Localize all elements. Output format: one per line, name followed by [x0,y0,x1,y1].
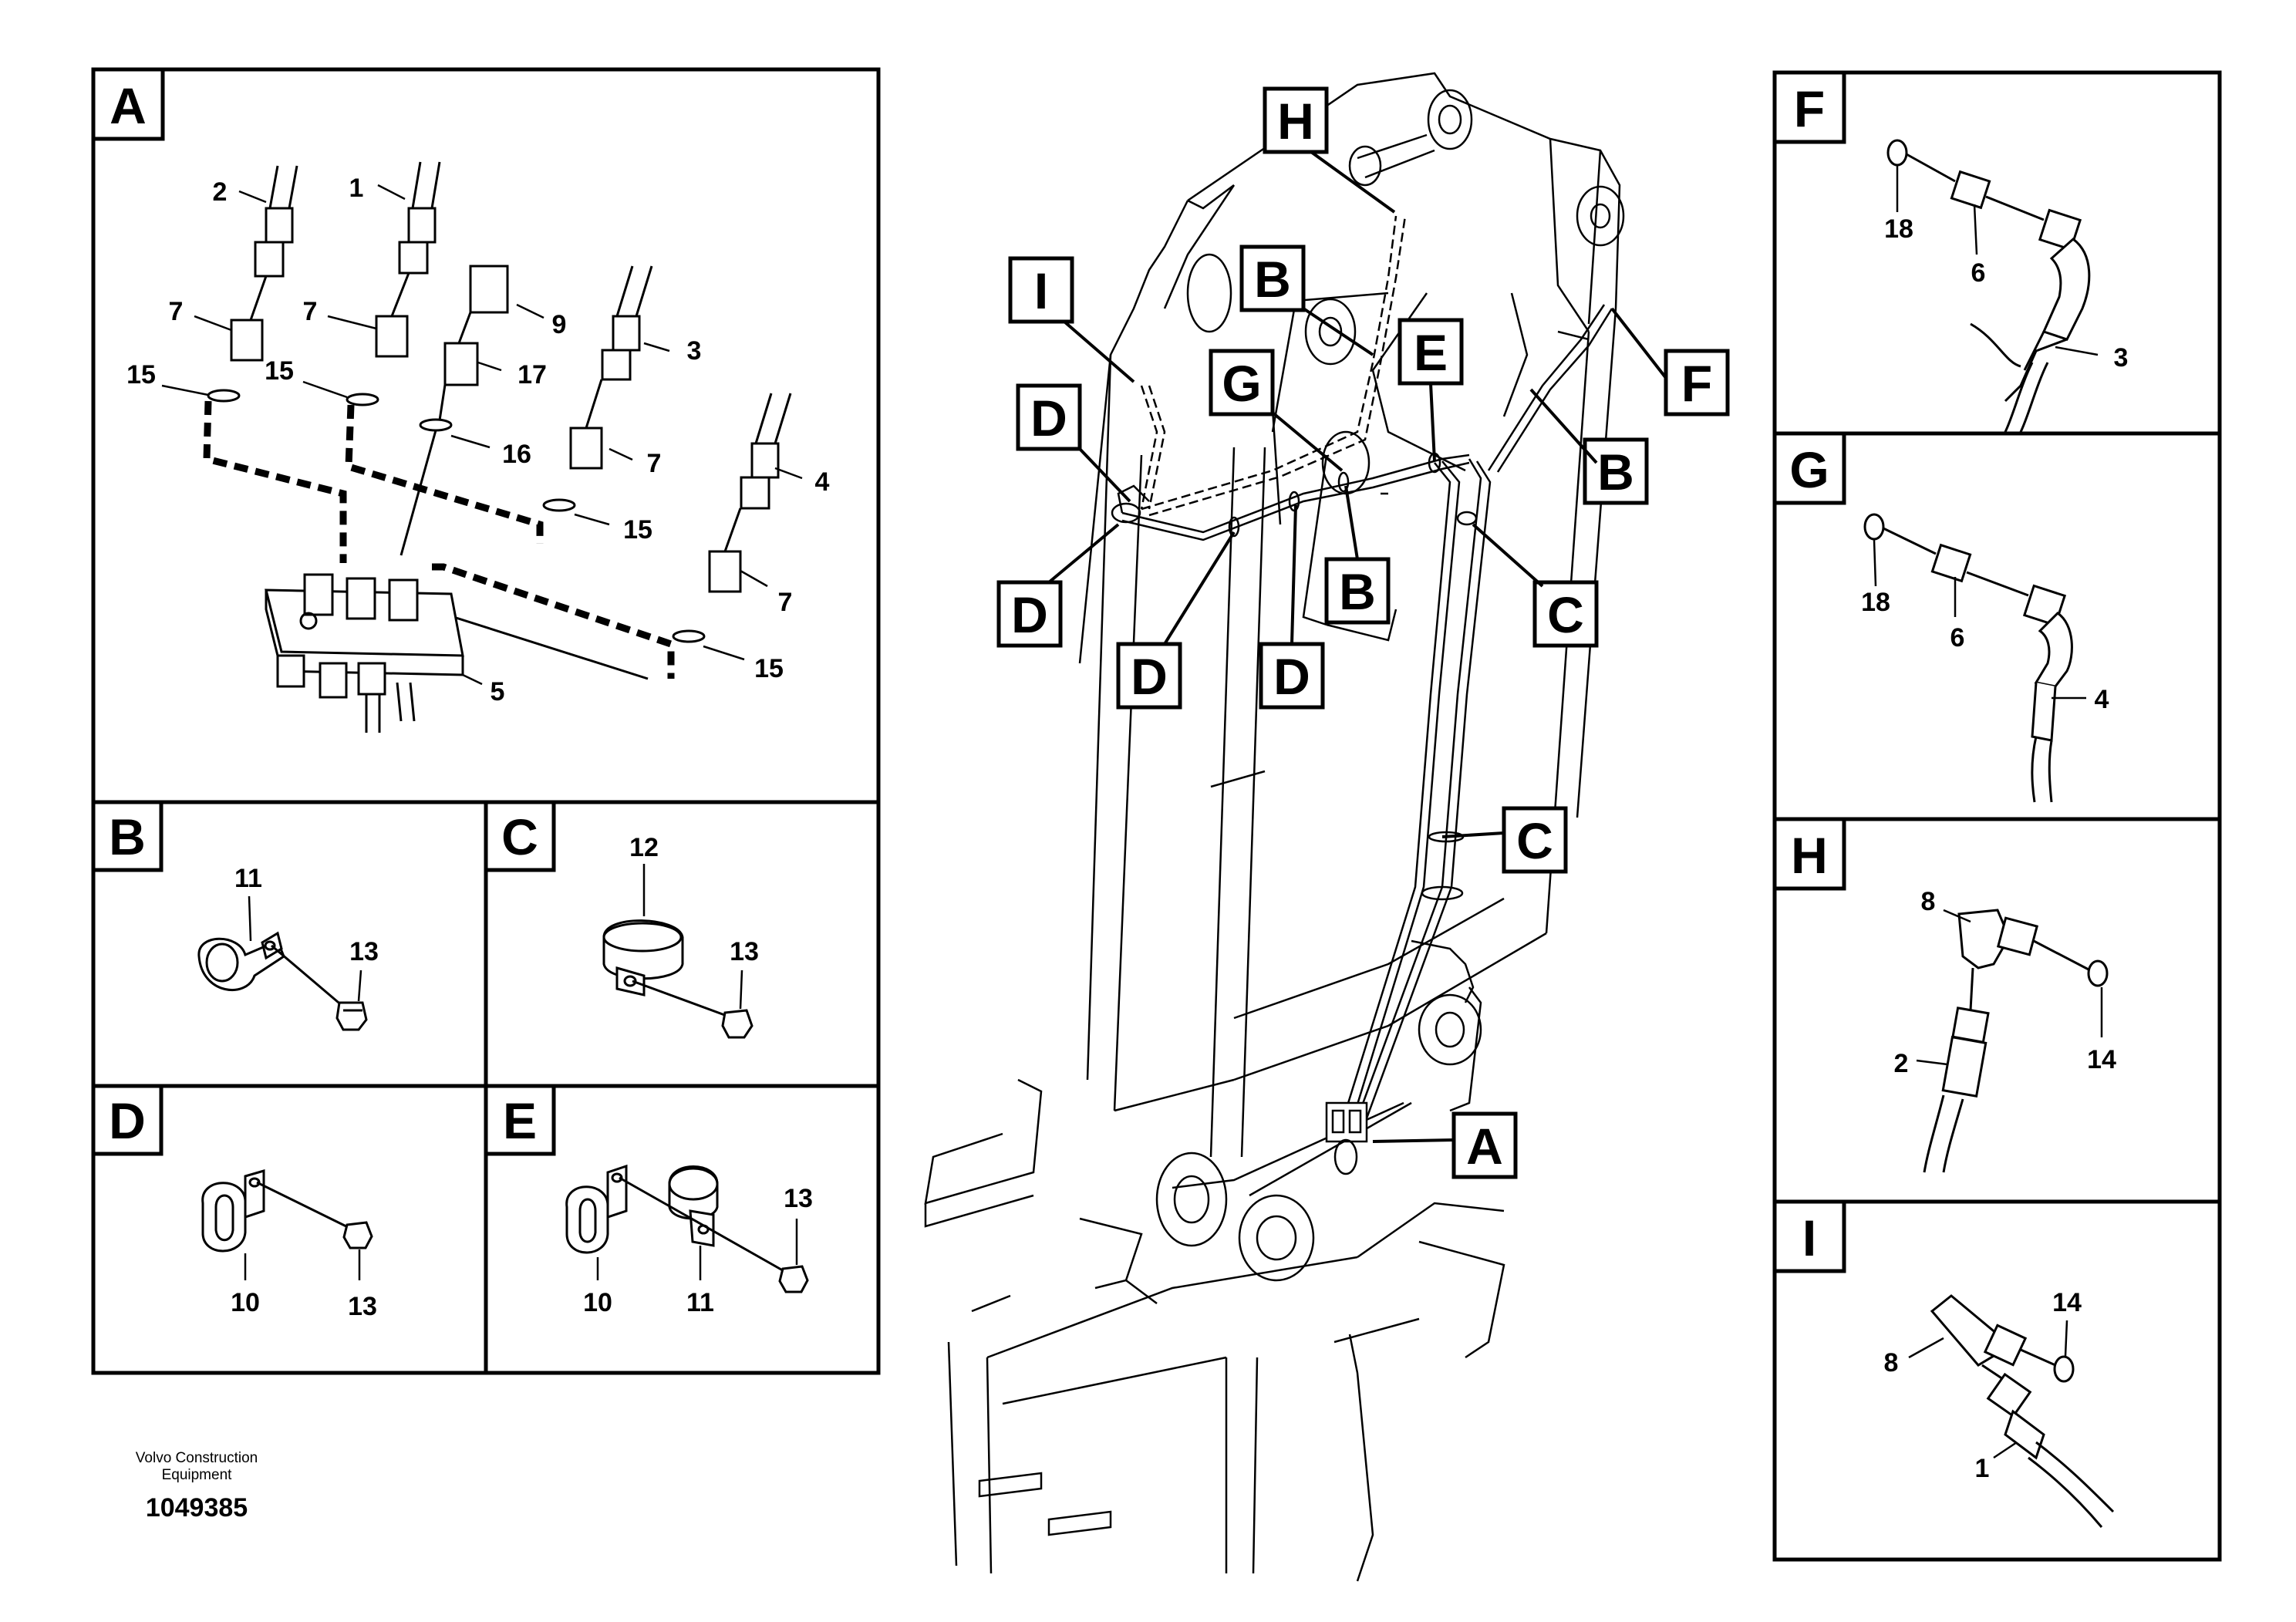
panel-B-leaders [248,895,362,1002]
callout-6: 6 [1950,623,1965,653]
panel-C-leaders [642,864,743,1010]
callout-4: 4 [815,467,830,497]
callout-7: 7 [647,449,662,478]
company-line-2: Equipment [161,1467,232,1483]
callout-1: 1 [349,174,364,203]
callout-11: 11 [234,864,262,893]
callout-15: 15 [754,654,784,683]
main-callout-D: D [1273,648,1310,705]
main-callout-C: C [1547,586,1584,643]
callout-6: 6 [1971,258,1986,288]
callout-16: 16 [502,440,531,469]
callout-4: 4 [2095,685,2109,714]
callout-7: 7 [303,297,318,326]
callout-13: 13 [730,937,759,966]
panel-E-drawing [565,1164,809,1293]
panel-label-boxes [91,67,1846,1273]
panel-G-label: G [1789,441,1829,498]
callout-15: 15 [126,360,156,389]
callout-13: 13 [349,937,379,966]
main-callout-B: B [1597,443,1634,501]
callout-8: 8 [1884,1348,1899,1378]
callout-14: 14 [2052,1288,2082,1317]
drawing-number: 1049385 [145,1493,248,1523]
main-callout-I: I [1034,262,1048,319]
panel-C-drawing [602,919,754,1039]
main-callout-F: F [1681,355,1712,412]
callout-3: 3 [687,336,702,366]
panel-I-label: I [1802,1209,1816,1266]
company-line-1: Volvo Construction [135,1450,258,1466]
main-callout-A: A [1466,1118,1503,1175]
callout-15: 15 [265,356,294,386]
callout-10: 10 [231,1288,260,1317]
main-callout-H: H [1277,93,1314,150]
panel-C-label: C [501,808,538,865]
footer-credit: Volvo Construction Equipment 1049385 [93,1450,301,1523]
panel-I-drawing [1930,1294,2115,1528]
callout-11: 11 [686,1288,714,1317]
callout-2: 2 [213,177,228,207]
panel-B-label: B [109,808,146,865]
callout-1: 1 [1975,1454,1990,1483]
main-callout-D: D [1131,648,1168,705]
main-callout-E: E [1414,324,1448,381]
panel-I-leaders [1908,1320,2068,1459]
panel-H-label: H [1791,827,1828,884]
main-callout-B: B [1254,251,1291,308]
callout-13: 13 [784,1184,813,1213]
panel-A-drawing [203,161,792,733]
callout-17: 17 [518,360,547,389]
callout-2: 2 [1894,1049,1909,1078]
callout-12: 12 [629,833,659,862]
main-callout-D: D [1030,389,1067,447]
callout-18: 18 [1884,214,1913,244]
panel-H-leaders [1916,909,2103,1066]
panel-E-label: E [503,1092,537,1149]
main-callout-boxes [996,86,1730,1179]
panel-F-drawing [1886,139,2091,433]
panel-B-drawing [197,931,368,1031]
main-callout-D: D [1011,586,1048,643]
callout-8: 8 [1921,887,1936,916]
panel-E-leaders [596,1219,798,1280]
main-callout-leaders [1047,150,1667,1143]
callout-5: 5 [491,677,505,706]
panel-D-leaders [244,1249,361,1280]
panel-D-label: D [109,1092,146,1149]
main-callout-C: C [1516,812,1553,869]
main-callout-G: G [1222,355,1261,412]
callout-10: 10 [583,1288,612,1317]
boom-hoses [1111,215,1613,1175]
main-callout-B: B [1339,563,1376,620]
panel-H-drawing [1923,909,2109,1173]
panel-G-drawing [1863,513,2073,803]
panel-A-label: A [110,77,147,134]
callout-7: 7 [169,297,184,326]
panel-F-label: F [1794,80,1825,137]
right-panels-frame [1772,70,2222,1562]
callout-7: 7 [778,588,793,617]
panel-G-leaders [1873,539,2086,700]
callout-15: 15 [623,515,652,545]
panel-F-leaders [1896,166,2099,356]
callout-9: 9 [552,310,567,339]
panel-A-leaders [161,184,803,686]
panel-D-drawing [201,1169,373,1253]
callout-3: 3 [2114,343,2129,373]
callout-13: 13 [348,1292,377,1321]
callout-18: 18 [1861,588,1890,617]
callout-14: 14 [2087,1045,2116,1074]
